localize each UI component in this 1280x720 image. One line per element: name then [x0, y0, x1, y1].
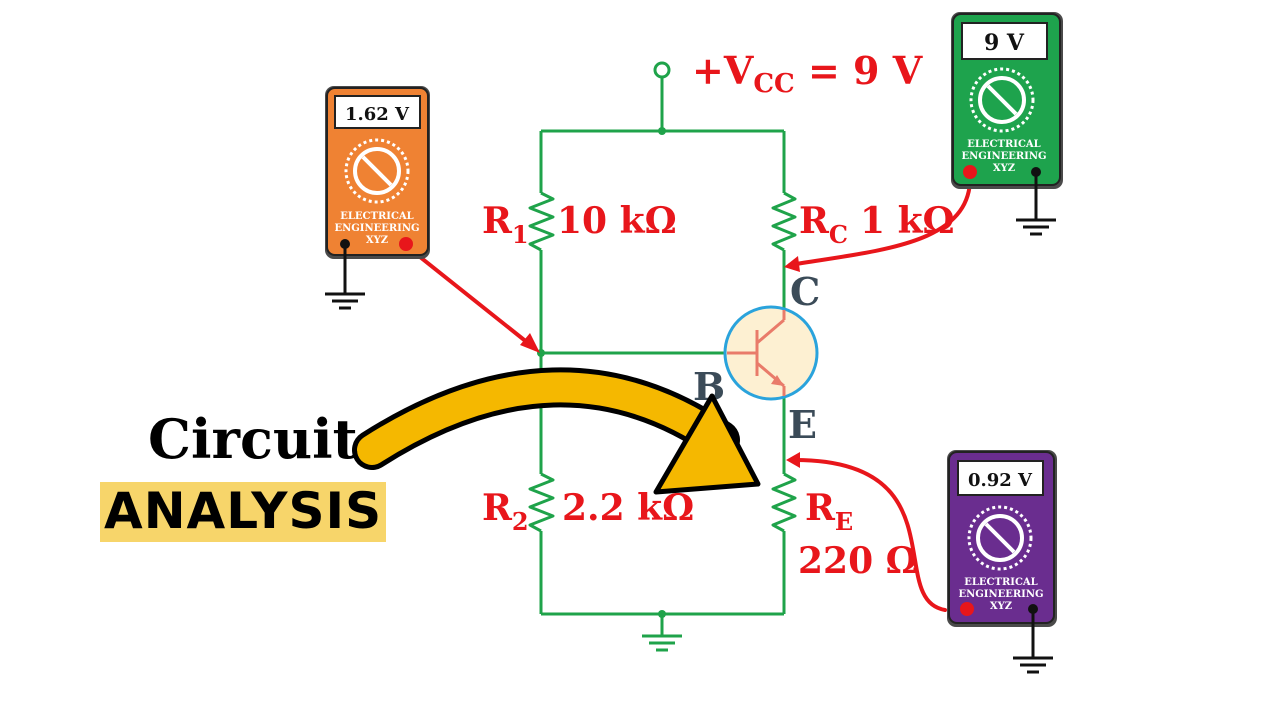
re-label: RE — [805, 487, 853, 536]
dial-icon — [978, 76, 1026, 124]
re-resistor — [771, 472, 797, 533]
re-value: 220 Ω — [798, 540, 918, 582]
probe-jack — [963, 165, 977, 179]
r1-resistor — [528, 191, 555, 252]
meter-display — [957, 460, 1044, 496]
probe-arrowheads — [520, 256, 800, 468]
dial-icon — [976, 514, 1024, 562]
rc-value: 1 kΩ — [860, 200, 955, 242]
meter-brand-line: XYZ — [993, 163, 1015, 174]
ground-icon — [640, 620, 684, 652]
meter-brand-line: ELECTRICAL — [964, 577, 1037, 588]
title-circuit: Circuit — [148, 407, 358, 471]
rc-label: RC — [799, 200, 848, 249]
r1-value: 10 kΩ — [557, 200, 677, 242]
r2-resistor — [528, 472, 555, 533]
ground-icon — [1014, 204, 1058, 236]
multimeter-emitter: 0.92 V ELECTRICAL ENGINEERING XYZ — [947, 450, 1057, 627]
meter-reading: 0.92 V — [968, 470, 1033, 491]
ground-icon — [1011, 642, 1055, 674]
vcc-label: +VCC = 9 V — [692, 48, 924, 99]
multimeter-base: 1.62 V ELECTRICAL ENGINEERING XYZ — [325, 86, 430, 259]
meter-brand-line: XYZ — [990, 601, 1012, 612]
curved-arrow-icon — [352, 367, 761, 495]
probe-jack — [399, 237, 413, 251]
probe-jack — [960, 602, 974, 616]
meter-display — [961, 22, 1048, 60]
r1-label: R1 — [482, 200, 529, 249]
emitter-label: E — [788, 402, 817, 447]
meter-brand-line: ENGINEERING — [958, 589, 1043, 600]
meter-reading: 9 V — [984, 30, 1025, 56]
meter-brand-line: XYZ — [366, 235, 388, 246]
vcc-terminal — [653, 61, 671, 79]
r2-value: 2.2 kΩ — [562, 487, 694, 529]
transistor-symbol — [723, 305, 819, 401]
title-analysis: ANALYSIS — [100, 482, 387, 542]
r2-label: R2 — [482, 487, 529, 536]
collector-label: C — [790, 269, 820, 314]
probe-wires — [403, 170, 973, 612]
rc-resistor — [771, 191, 797, 252]
junction-dot — [658, 610, 666, 618]
meter-brand-line: ENGINEERING — [334, 223, 419, 234]
meter-brand-line: ENGINEERING — [961, 151, 1046, 162]
ground-icon — [323, 278, 367, 310]
meter-brand-line: ELECTRICAL — [967, 139, 1040, 150]
meter-display — [334, 95, 421, 129]
dial-icon — [353, 147, 401, 195]
meter-brand-line: ELECTRICAL — [340, 211, 413, 222]
multimeter-collector: 9 V ELECTRICAL ENGINEERING XYZ — [951, 12, 1063, 189]
junction-dot — [658, 127, 666, 135]
meter-reading: 1.62 V — [345, 104, 410, 125]
